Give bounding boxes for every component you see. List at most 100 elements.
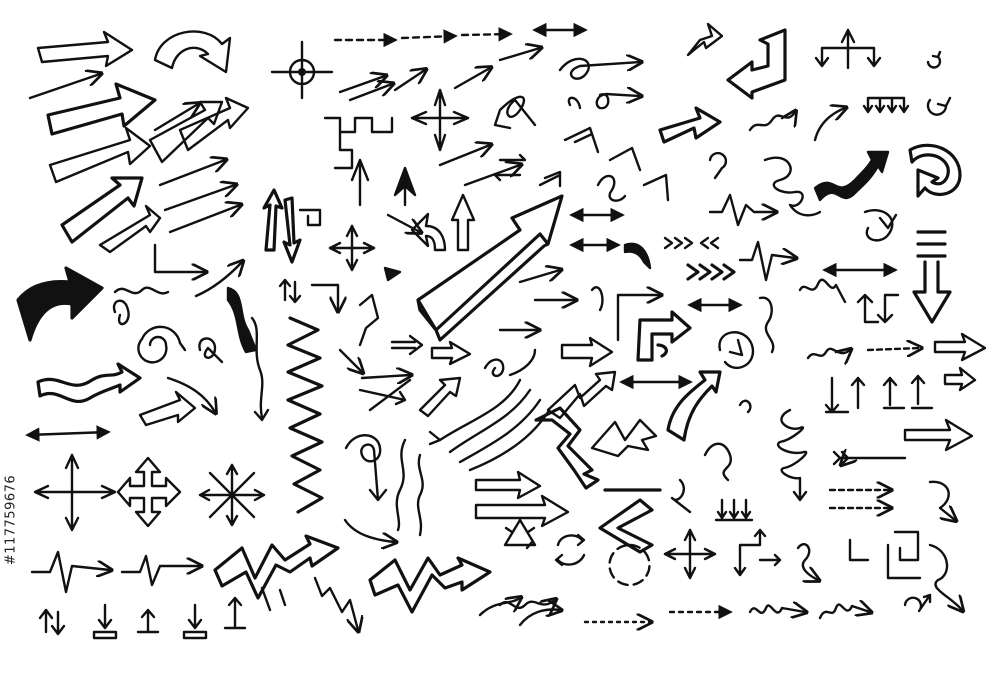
up-down-arrows-icon — [278, 278, 302, 304]
hook-arrow-icon — [358, 293, 380, 347]
line-arrow-icon — [393, 70, 425, 92]
outline-arrow-icon — [138, 390, 197, 427]
looped-arrow-icon — [596, 174, 627, 202]
outline-arrow-icon — [430, 340, 472, 366]
recycle-triangle-icon — [503, 518, 537, 550]
up-bar-arrow-icon — [223, 596, 247, 630]
spiral-arrow-icon — [903, 593, 932, 613]
eight-way-arrow-icon — [198, 463, 266, 527]
circular-arrow-icon — [926, 96, 952, 116]
maze-path-icon — [323, 116, 394, 170]
maze-outline-arrow-icon — [636, 310, 692, 362]
wavy-outline-arrow-icon — [36, 362, 142, 404]
up-bar-arrow-icon — [136, 608, 160, 634]
curly-arrow-icon — [670, 478, 692, 514]
line-arrow-icon — [348, 84, 392, 102]
coil-arrow-icon — [798, 278, 847, 304]
zigzag-line-icon — [286, 316, 324, 514]
feathered-arrow-icon — [834, 452, 907, 464]
curl-arrow-icon — [198, 337, 224, 364]
looped-arrow-icon — [493, 95, 537, 130]
curved-line-arrow-icon — [166, 376, 215, 412]
wavy-arrow-icon — [395, 438, 407, 532]
wavy-arrow-icon — [416, 453, 424, 537]
loop-arrow-icon — [558, 59, 640, 80]
stock-id-strip: #117759676 — [0, 0, 22, 675]
curved-arrow-icon — [518, 610, 560, 627]
spiral-arrow-icon — [112, 299, 130, 326]
squiggle-arrow-icon — [498, 600, 555, 608]
outline-arrow-icon — [60, 176, 144, 244]
line-arrow-icon — [498, 48, 540, 62]
rectangular-swirl-icon — [848, 530, 922, 580]
line-arrow-icon — [158, 160, 225, 187]
line-arrow-icon — [338, 76, 385, 94]
heartbeat-arrow-icon — [120, 554, 200, 587]
wavy-filled-arrow-icon — [813, 150, 890, 202]
crosshair-center-icon — [298, 68, 306, 76]
corner-arrow-icon — [686, 22, 724, 57]
corner-arrow-icon — [153, 243, 205, 272]
curved-outline-arrow-icon — [153, 30, 232, 74]
curly-arrow-icon — [928, 543, 962, 610]
corner-arrow-icon — [310, 283, 338, 310]
squiggle-icon — [590, 286, 604, 312]
four-way-arrow-icon — [663, 528, 717, 580]
zigzag-outline-arrow-icon — [534, 406, 600, 490]
outline-arrow-icon — [903, 418, 974, 452]
chevron-arrow-icon — [563, 126, 600, 154]
up-down-arrows-icon — [38, 608, 66, 636]
squiggle-arrow-icon — [567, 94, 640, 108]
curled-outline-arrow-icon — [908, 143, 962, 198]
curved-arrow-icon — [813, 108, 845, 142]
outline-arrow-icon — [98, 204, 162, 254]
double-chevron-icon — [686, 263, 736, 281]
outline-arrow-icon — [943, 366, 977, 392]
swirl-arrow-icon — [483, 348, 537, 378]
branching-arrow-icon — [814, 28, 882, 70]
line-arrow-icon — [438, 145, 490, 167]
heartbeat-arrow-icon — [30, 550, 110, 594]
coil-spring-arrow-icon — [763, 156, 822, 217]
circular-arrows-icon — [554, 533, 586, 567]
up-arrow-icon — [350, 158, 370, 207]
spiral-square-icon — [298, 208, 322, 227]
up-down-outline-arrow-icon — [262, 188, 302, 264]
crossed-arrows-icon — [358, 378, 412, 412]
line-arrow-icon — [163, 185, 235, 212]
outline-arrow-icon — [474, 494, 570, 528]
wavy-filled-arrow-icon — [226, 286, 258, 354]
outline-arrow-icon — [418, 376, 462, 418]
four-way-arrow-icon — [328, 224, 376, 272]
folded-outline-arrow-icon — [590, 418, 658, 458]
zigzag-arrow-icon — [260, 586, 287, 612]
hook-arrowhead-icon — [623, 242, 652, 270]
wavy-down-arrow-icon — [250, 316, 270, 422]
hook-arrow-icon — [703, 442, 733, 482]
line-arrow-icon — [360, 375, 410, 378]
curly-hook-icon — [758, 296, 775, 354]
chevron-arrows-icon — [663, 236, 720, 250]
wavy-arrow-icon — [806, 349, 850, 358]
zigzag-outline-arrow-icon — [368, 556, 492, 614]
curved-arrow-icon — [194, 262, 242, 298]
outline-arrow-icon — [46, 82, 157, 136]
corner-arrow-icon — [616, 295, 660, 342]
bar-arrows-icon — [824, 374, 934, 414]
curly-arrow-icon — [863, 209, 898, 242]
four-way-arrow-icon — [410, 88, 470, 152]
outline-arrow-icon — [933, 332, 987, 362]
striped-down-arrow-icon — [912, 230, 952, 324]
curly-arrow-icon — [708, 151, 728, 180]
outline-arrow-icon — [36, 30, 134, 68]
circular-arrow-icon — [926, 50, 942, 69]
line-arrow-icon — [463, 165, 520, 187]
line-arrow-icon — [338, 348, 362, 372]
curly-arrow-icon — [796, 543, 818, 580]
fan-arrows-icon — [428, 378, 550, 472]
up-down-arrows-icon — [856, 293, 900, 324]
down-arrows-icon — [862, 96, 910, 114]
squiggle-arrow-icon — [748, 112, 795, 132]
line-arrow-icon — [28, 74, 100, 100]
